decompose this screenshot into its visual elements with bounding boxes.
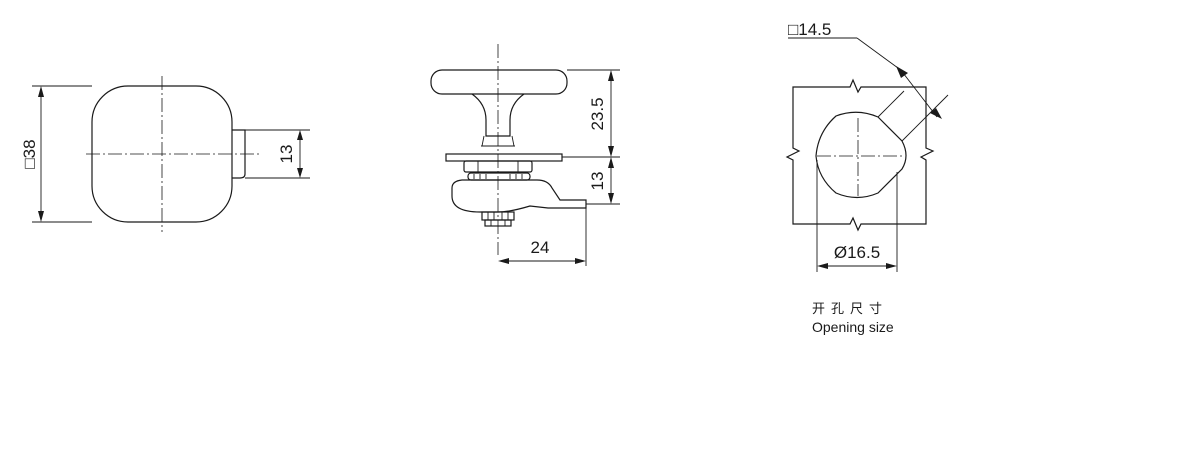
front-cam-dimension: 13 bbox=[277, 145, 296, 164]
cam-arm bbox=[451, 179, 587, 213]
front-view: □38 13 bbox=[20, 76, 310, 232]
opening-diameter-dimension: Ø16.5 bbox=[834, 243, 880, 262]
front-width-dimension: □38 bbox=[20, 139, 39, 168]
caption-english: Opening size bbox=[812, 319, 894, 335]
panel-outline bbox=[785, 78, 935, 232]
cam-height-dimension: 13 bbox=[588, 172, 607, 191]
knob-top bbox=[430, 69, 568, 95]
cam-length-dimension: 24 bbox=[531, 238, 550, 257]
opening-square-dimension: □14.5 bbox=[788, 20, 831, 39]
panel-plate bbox=[445, 153, 563, 162]
side-view: 23.5 13 24 bbox=[430, 44, 620, 266]
knob-neck bbox=[471, 93, 525, 137]
opening-view: □14.5 Ø16.5 开孔尺寸 Opening size bbox=[785, 20, 949, 335]
washer bbox=[467, 172, 531, 181]
nut bbox=[463, 160, 533, 173]
caption-chinese: 开孔尺寸 bbox=[812, 302, 888, 317]
knob-height-dimension: 23.5 bbox=[588, 97, 607, 130]
opening-cutout bbox=[815, 111, 907, 199]
